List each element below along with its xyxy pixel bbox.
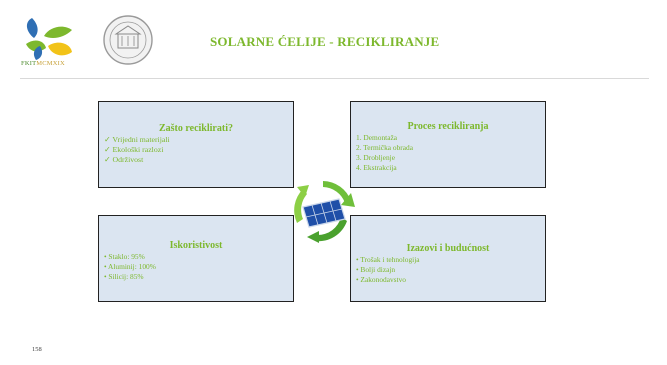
list-item: 1. Demontaža bbox=[356, 133, 398, 142]
list-item: 4. Ekstrakcija bbox=[356, 163, 397, 172]
university-seal-icon bbox=[103, 15, 153, 65]
list-item: • Staklo: 95% bbox=[104, 252, 145, 261]
box-title: Proces recikliranja bbox=[407, 121, 489, 132]
fkit-logo-icon bbox=[26, 18, 72, 60]
box-why-recycle: Zašto reciklirati? ✓ Vrijedni materijali… bbox=[98, 101, 294, 188]
page-title: SOLARNE ĆELIJE - RECIKLIRANJE bbox=[210, 34, 440, 49]
list-item: ✓ Vrijedni materijali bbox=[104, 135, 170, 144]
box-challenges-future: Izazovi i budućnost • Trošak i tehnologi… bbox=[350, 215, 546, 302]
recycling-solar-panel-icon bbox=[294, 181, 355, 243]
box-title: Izazovi i budućnost bbox=[406, 243, 490, 254]
list-item: • Silicij: 85% bbox=[104, 272, 144, 281]
box-title: Iskoristivost bbox=[169, 240, 223, 251]
box-recovery-rate: Iskoristivost • Staklo: 95% • Aluminij: … bbox=[98, 215, 294, 302]
slide-header: FKITMCMXIX SOLARNE ĆELIJE - RECIKLIRANJE bbox=[0, 0, 667, 78]
box-title: Zašto reciklirati? bbox=[159, 123, 233, 134]
list-item: 2. Termička obrada bbox=[356, 143, 414, 152]
list-item: 3. Drobljenje bbox=[356, 153, 395, 162]
box-recycling-process: Proces recikliranja 1. Demontaža 2. Term… bbox=[350, 101, 546, 188]
list-item: • Trošak i tehnologija bbox=[356, 255, 420, 264]
list-item: • Aluminij: 100% bbox=[104, 262, 156, 271]
logo-text: FKITMCMXIX bbox=[21, 60, 65, 67]
list-item: ✓ Održivost bbox=[104, 155, 144, 164]
list-item: • Zakonodavstvo bbox=[356, 275, 407, 284]
header-divider bbox=[20, 78, 649, 79]
list-item: • Bolji dizajn bbox=[356, 265, 396, 274]
list-item: ✓ Ekološki razlozi bbox=[104, 145, 164, 154]
page-number: 158 bbox=[32, 346, 42, 353]
